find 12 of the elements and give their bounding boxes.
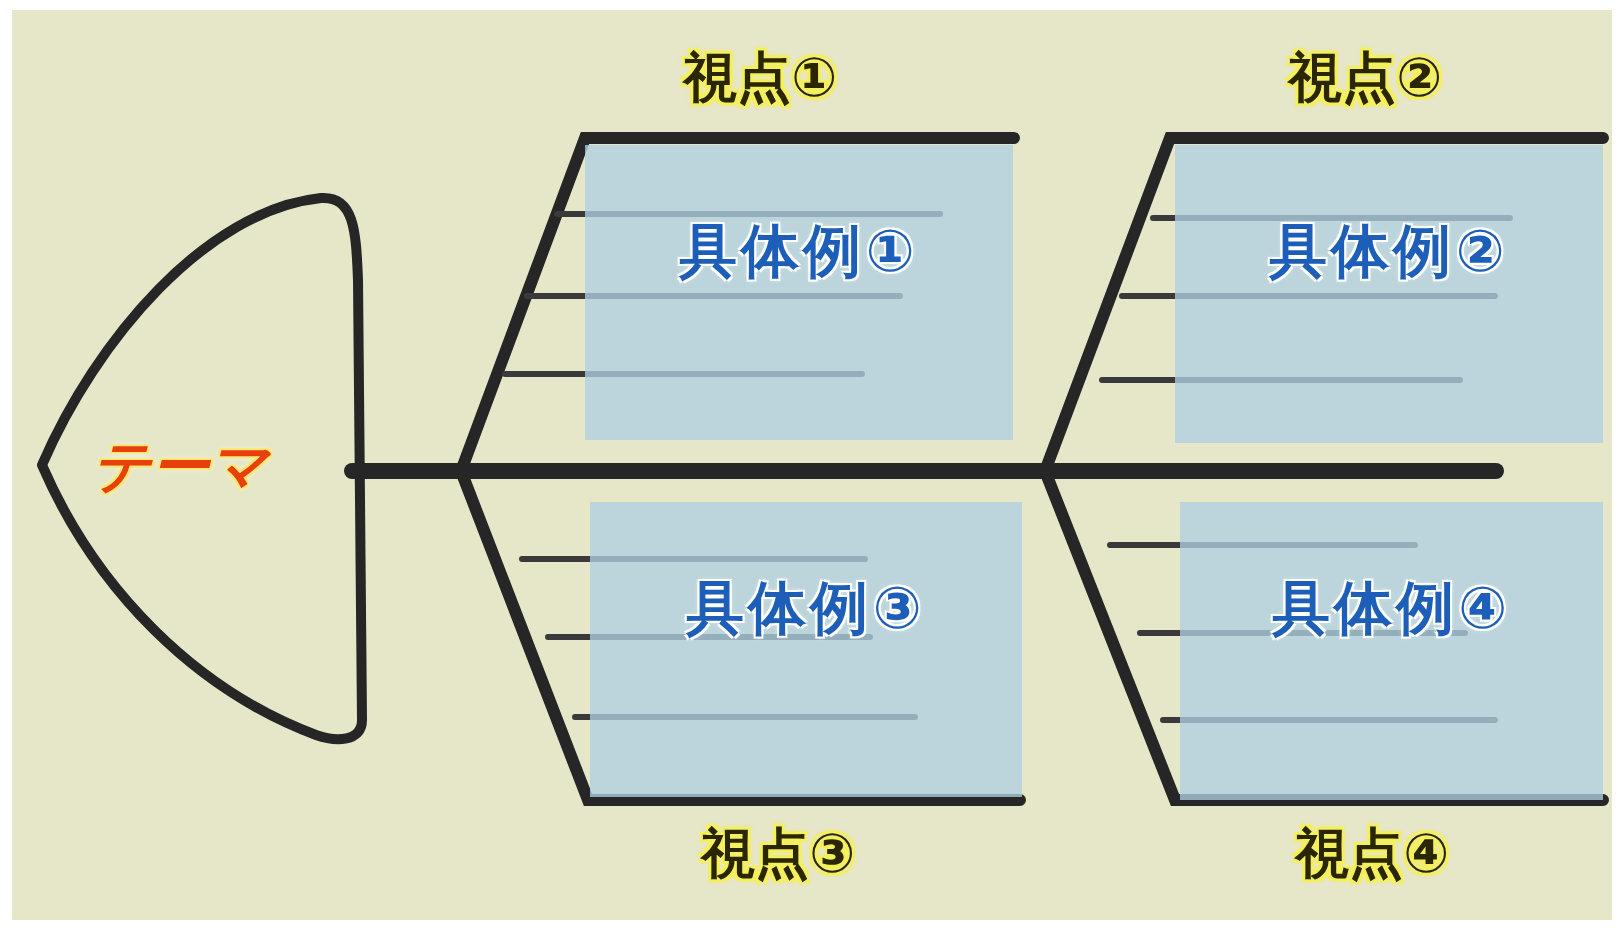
viewpoint-heading: 視点① [683,45,837,111]
example-text: 具体例② [1269,216,1509,287]
example-text: 具体例③ [686,573,926,644]
example-panel [1180,502,1603,800]
viewpoint-heading: 視点② [1288,45,1442,111]
example-text: 具体例④ [1271,573,1512,644]
viewpoint-heading: 視点④ [1295,821,1449,887]
example-panel [585,145,1013,440]
example-panel [590,502,1022,797]
example-panel [1175,145,1603,443]
viewpoint-heading: 視点③ [701,821,855,887]
example-text: 具体例① [679,216,919,287]
